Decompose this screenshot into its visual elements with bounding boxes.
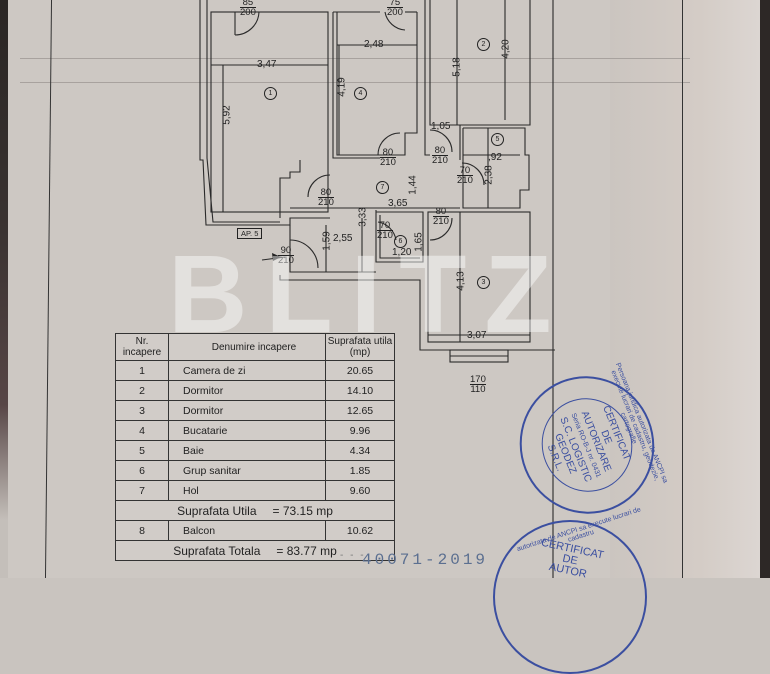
cell-nr: 4 [115, 420, 169, 441]
cell-nr: 8 [115, 520, 169, 541]
background-right [760, 0, 770, 578]
useful-area-value: = 73.15 mp [272, 503, 333, 518]
total-area-row: Suprafata Totala = 83.77 mp [115, 540, 395, 561]
apartment-label: AP. 5 [237, 228, 263, 239]
room-area-table: Nr. incapere Denumire incapere Suprafata… [115, 333, 395, 561]
dim-room2-height-b: 4,20 [500, 39, 512, 59]
cell-name: Balcon [168, 520, 326, 541]
room-number-4: 4 [354, 87, 367, 100]
cell-name: Baie [168, 440, 326, 461]
dim-room5-height: 2,38 [483, 165, 495, 185]
dim-room6-width: 1,20 [392, 247, 412, 258]
cell-name: Grup sanitar [168, 460, 326, 481]
useful-area-label: Suprafata Utila [177, 503, 257, 518]
room-number-5: 5 [491, 133, 504, 146]
dim-room4-height: 4,19 [336, 77, 348, 97]
cell-area: 12.65 [325, 400, 395, 421]
dim-passage-width: 1,05 [431, 121, 451, 132]
cell-name: Dormitor [168, 380, 326, 401]
room-number-3: 3 [477, 276, 490, 289]
dim-room2-height-a: 5,18 [451, 57, 463, 77]
dim-hall-height-a: 1,44 [407, 175, 419, 195]
cell-area: 1.85 [325, 460, 395, 481]
cell-nr: 5 [115, 440, 169, 461]
paper-edge [610, 0, 760, 578]
dash-marks: - - - [340, 550, 366, 561]
registration-number: 40071-2019 [362, 551, 489, 569]
useful-area-total: Suprafata Utila = 73.15 mp [115, 500, 395, 521]
watermark: BLITZ [168, 233, 570, 356]
dim-room1-width: 3,47 [257, 59, 277, 70]
dim-room4-width: 2,48 [364, 39, 384, 50]
cell-name: Camera de zi [168, 360, 326, 381]
cell-nr: 6 [115, 460, 169, 481]
cell-nr: 7 [115, 480, 169, 501]
header-name: Denumire incapere [168, 333, 326, 361]
table-header-row: Nr. incapere Denumire incapere Suprafata… [115, 333, 395, 361]
cell-name: Dormitor [168, 400, 326, 421]
room-number-2: 2 [477, 38, 490, 51]
dim-room5-width: ,92 [488, 152, 502, 163]
fold-line [20, 82, 690, 83]
room-number-6: 6 [394, 235, 407, 248]
cell-area: 9.60 [325, 480, 395, 501]
dim-hall-width: 3,65 [388, 198, 408, 209]
dim-hall-height-b: 3,33 [357, 207, 369, 227]
total-area-value: = 83.77 mp [276, 543, 337, 558]
header-area: Suprafata utila (mp) [325, 333, 395, 361]
fold-line [20, 58, 690, 59]
dim-entry-width: 2,55 [333, 233, 353, 244]
useful-area-total-row: Suprafata Utila = 73.15 mp [115, 500, 395, 521]
cell-area: 14.10 [325, 380, 395, 401]
cell-name: Bucatarie [168, 420, 326, 441]
dim-room1-height: 5,92 [221, 105, 233, 125]
frame-border-right [682, 0, 683, 578]
total-area-label: Suprafata Totala [173, 543, 261, 558]
room-number-7: 7 [376, 181, 389, 194]
cell-area: 10.62 [325, 520, 395, 541]
cell-nr: 1 [115, 360, 169, 381]
total-area: Suprafata Totala = 83.77 mp [115, 540, 395, 561]
cell-area: 20.65 [325, 360, 395, 381]
floor-plan-drawing [199, 0, 555, 578]
room-number-1: 1 [264, 87, 277, 100]
cell-area: 4.34 [325, 440, 395, 461]
cell-area: 9.96 [325, 420, 395, 441]
certification-stamp-secondary: autorizata de ANCPI sa execute lucrari d… [493, 506, 647, 674]
dim-room3-width: 3,07 [467, 330, 487, 341]
header-nr: Nr. incapere [115, 333, 169, 361]
cell-nr: 3 [115, 400, 169, 421]
cell-name: Hol [168, 480, 326, 501]
cell-nr: 2 [115, 380, 169, 401]
